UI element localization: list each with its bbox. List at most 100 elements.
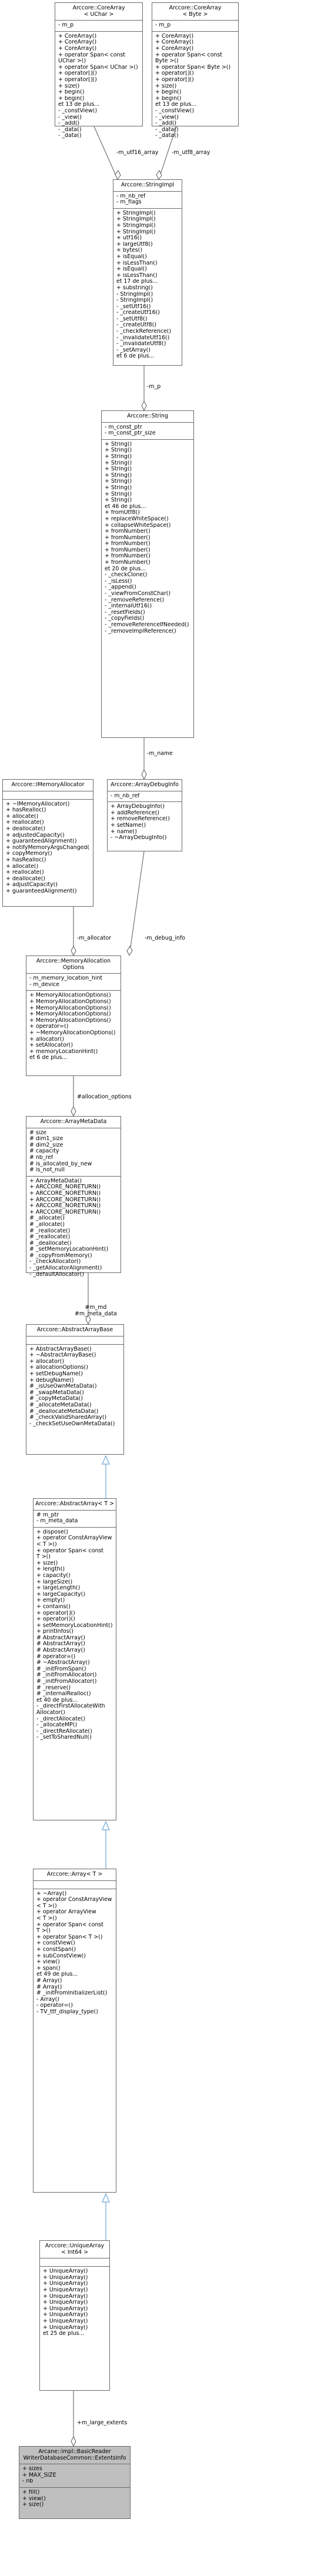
member-row: + largeCapacity() bbox=[36, 1591, 85, 1598]
member-row: + ~IMemoryAllocator() bbox=[6, 801, 70, 807]
member-row: + operator[]() bbox=[58, 71, 97, 77]
member-row: - _allocateMP() bbox=[36, 1722, 78, 1729]
class-title: Arccore::IMemoryAllocator bbox=[3, 780, 93, 791]
label-m-large-extents: +m_large_extents bbox=[77, 2420, 128, 2426]
member-row: + CoreArray() bbox=[58, 39, 97, 46]
member-row: UChar >() bbox=[58, 58, 86, 65]
member-row: + hasRealloc() bbox=[6, 807, 46, 814]
member-row: + MemoryAllocationOptions() bbox=[29, 998, 111, 1005]
operations: + UniqueArray()+ UniqueArray()+ UniqueAr… bbox=[40, 2267, 109, 2340]
member-row: et 13 de plus... bbox=[155, 102, 197, 108]
member-row: + String() bbox=[105, 479, 132, 485]
member-row: et 6 de plus... bbox=[116, 353, 155, 360]
class-title: Arccore::MemoryAllocation Options bbox=[26, 956, 121, 974]
class-uniquearray[interactable]: Arccore::UniqueArray < Int64 > + UniqueA… bbox=[39, 2240, 110, 2391]
member-row: + UniqueArray() bbox=[43, 2306, 88, 2312]
member-row: + subConstView() bbox=[36, 1953, 86, 1959]
member-row: + largeLength() bbox=[36, 1585, 81, 1592]
member-row: + UniqueArray() bbox=[43, 2281, 88, 2287]
member-row: - _directAllocate() bbox=[36, 1716, 85, 1722]
member-row: + operator ArrayView bbox=[36, 1909, 96, 1916]
class-arraymetadata[interactable]: Arccore::ArrayMetaData # size# dim1_size… bbox=[26, 1116, 121, 1277]
member-row: + fromNumber() bbox=[105, 560, 151, 566]
member-row: + String() bbox=[105, 447, 132, 454]
member-row: + CoreArray() bbox=[155, 45, 194, 52]
operations: + ArrayDebugInfo()+ addReference()+ remo… bbox=[108, 802, 182, 844]
member-row: # _allocate() bbox=[29, 1221, 65, 1228]
label-m-name: -m_name bbox=[147, 750, 173, 757]
attributes: - m_const_ptr- m_const_ptr_size bbox=[102, 423, 193, 440]
member-row: + CoreArray() bbox=[155, 39, 194, 46]
member-row: + constSpan() bbox=[36, 1946, 76, 1953]
member-row: - _checkReference() bbox=[116, 329, 172, 335]
member-row: + AbstractArrayBase() bbox=[29, 1346, 92, 1352]
class-corearray-uchar[interactable]: Arccore::CoreArray < UChar > - m_p + Cor… bbox=[55, 2, 143, 139]
diamond-m-p bbox=[141, 400, 147, 412]
member-row: - _defaultAllocator() bbox=[29, 1271, 84, 1278]
member-row: # _copyMetaData() bbox=[29, 1396, 83, 1402]
member-row: - _setArray() bbox=[116, 347, 151, 353]
member-row: + ArrayMetaData() bbox=[29, 1178, 82, 1184]
member-row: + begin() bbox=[155, 89, 182, 96]
member-row: - _copyFields() bbox=[105, 616, 145, 622]
class-array[interactable]: Arccore::Array< T > + ~Array()+ operator… bbox=[33, 1869, 116, 2193]
class-extentsinfo[interactable]: Arcane::impl::BasicReader WriterDatabase… bbox=[19, 2446, 131, 2519]
member-row: + String() bbox=[105, 485, 132, 491]
member-row: + setName() bbox=[111, 822, 146, 828]
class-memoryallocationoptions[interactable]: Arccore::MemoryAllocation Options - m_me… bbox=[26, 955, 121, 1076]
member-row: + MemoryAllocationOptions() bbox=[29, 1011, 111, 1018]
member-row: et 46 de plus... bbox=[105, 503, 146, 510]
member-row: + sizes bbox=[22, 2466, 42, 2473]
member-row: et 20 de plus... bbox=[105, 566, 146, 572]
member-row: - _createUtf16() bbox=[116, 310, 160, 316]
class-abstractarray[interactable]: Arccore::AbstractArray< T > # m_ptr- m_m… bbox=[33, 1498, 116, 1820]
member-row: + copyMemory() bbox=[6, 851, 52, 857]
member-row: + reallocate() bbox=[6, 820, 44, 826]
member-row: - _setUtf16() bbox=[116, 303, 151, 310]
member-row: + String() bbox=[105, 497, 132, 504]
class-arraydebuginfo[interactable]: Arccore::ArrayDebugInfo - m_nb_ref + Arr… bbox=[107, 779, 182, 851]
member-row: + operator ConstArrayView bbox=[36, 1535, 112, 1542]
member-row: + CoreArray() bbox=[155, 33, 194, 39]
member-row: + operator[]() bbox=[36, 1610, 75, 1616]
member-row: et 40 de plus... bbox=[36, 1697, 78, 1703]
member-row: + substring() bbox=[116, 285, 153, 291]
member-row: + operator Span< Byte >() bbox=[155, 64, 231, 71]
member-row: - _invalidateUtf8() bbox=[116, 341, 166, 348]
member-row: # ~AbstractArray() bbox=[36, 1660, 90, 1666]
member-row: + String() bbox=[105, 460, 132, 466]
member-row: et 17 de plus... bbox=[116, 279, 158, 285]
class-abstractarraybase[interactable]: Arccore::AbstractArrayBase + AbstractArr… bbox=[26, 1324, 124, 1455]
member-row: - m_nb_ref bbox=[116, 193, 146, 199]
member-row: - _viewFromConstChar() bbox=[105, 591, 171, 597]
member-row: - m_const_ptr bbox=[105, 424, 142, 430]
class-string[interactable]: Arccore::String - m_const_ptr- m_const_p… bbox=[101, 410, 194, 738]
member-row: + size() bbox=[22, 2502, 44, 2508]
class-imemoryallocator[interactable]: Arccore::IMemoryAllocator + ~IMemoryAllo… bbox=[2, 779, 93, 907]
member-row: + setDebugName() bbox=[29, 1371, 83, 1377]
class-title: Arccore::ArrayDebugInfo bbox=[108, 780, 182, 791]
member-row: + StringImpl() bbox=[116, 229, 156, 235]
member-row: + ARCCORE_NORETURN() bbox=[29, 1203, 101, 1210]
operations: + ~Array()+ operator ConstArrayView < T … bbox=[34, 1889, 116, 2018]
member-row: + operator[]() bbox=[155, 76, 194, 83]
class-stringimpl[interactable]: Arccore::StringImpl - m_nb_ref- m_flags … bbox=[113, 179, 182, 366]
member-row: - _removeReferenceIfNeeded() bbox=[105, 622, 189, 628]
member-row: + UniqueArray() bbox=[43, 2318, 88, 2324]
operations: + CoreArray()+ CoreArray()+ CoreArray()+… bbox=[55, 32, 142, 142]
member-row: + constView() bbox=[36, 1940, 75, 1947]
arrow-abstractarraybase bbox=[102, 1455, 110, 1465]
member-row: - _data() bbox=[58, 133, 82, 139]
edge-utf8-array bbox=[158, 126, 177, 180]
member-row: - _resetFields() bbox=[105, 609, 145, 616]
member-row: - _createUtf8() bbox=[116, 322, 156, 329]
member-row: + adjustedCapacity() bbox=[6, 832, 65, 838]
operations: + ArrayMetaData()+ ARCCORE_NORETURN()+ A… bbox=[26, 1177, 121, 1281]
member-row: + ARCCORE_NORETURN() bbox=[29, 1184, 101, 1191]
member-row: + ARCCORE_NORETURN() bbox=[29, 1190, 101, 1197]
member-row: + fromNumber() bbox=[105, 547, 151, 553]
member-row: + UniqueArray() bbox=[43, 2324, 88, 2331]
member-row: + UniqueArray() bbox=[43, 2293, 88, 2300]
class-corearray-byte[interactable]: Arccore::CoreArray < Byte > - m_p + Core… bbox=[152, 2, 239, 139]
